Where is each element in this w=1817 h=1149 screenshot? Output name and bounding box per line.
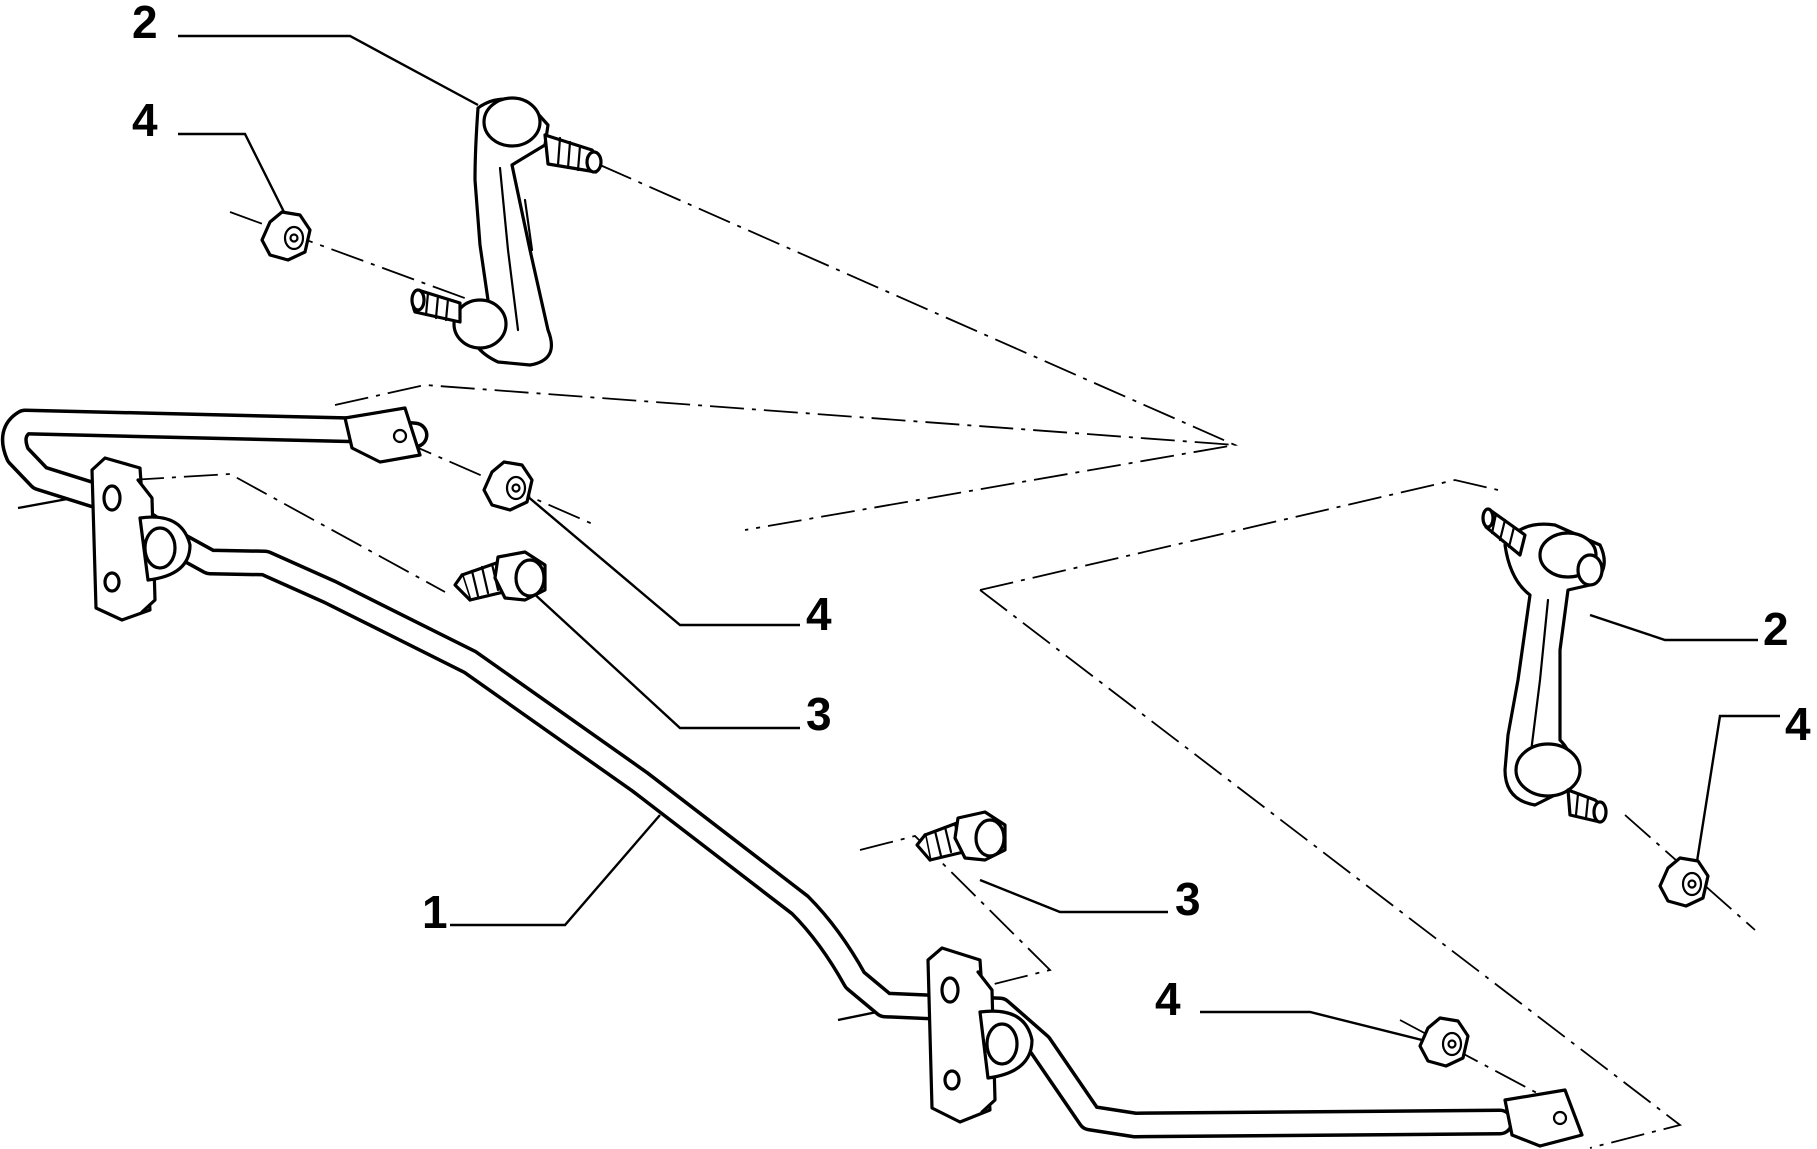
callout-nut-middle: 4 xyxy=(806,588,832,640)
link-rod-icon xyxy=(1481,507,1608,824)
nut-icon xyxy=(260,210,312,262)
stabilizer-bar-icon xyxy=(0,406,1584,1148)
bolt-icon xyxy=(453,550,547,602)
link-rod-icon xyxy=(410,96,603,367)
callout-link-right: 2 xyxy=(1763,603,1789,655)
callout-nut-right: 4 xyxy=(1785,698,1811,750)
callout-link-left: 2 xyxy=(132,0,158,48)
nut-icon xyxy=(482,460,534,512)
callout-nut-bottom: 4 xyxy=(1155,973,1181,1025)
callout-labels: 2 4 4 3 1 2 4 3 4 xyxy=(132,0,1811,1025)
callout-bolt-right: 3 xyxy=(1175,873,1201,925)
bolt-icon xyxy=(915,810,1007,862)
callout-stabilizer-bar: 1 xyxy=(422,886,448,938)
nut-icon xyxy=(1418,1016,1470,1068)
nut-icon xyxy=(1658,856,1710,908)
callout-bolt-left: 3 xyxy=(806,688,832,740)
callout-nut-top-left: 4 xyxy=(132,94,158,146)
